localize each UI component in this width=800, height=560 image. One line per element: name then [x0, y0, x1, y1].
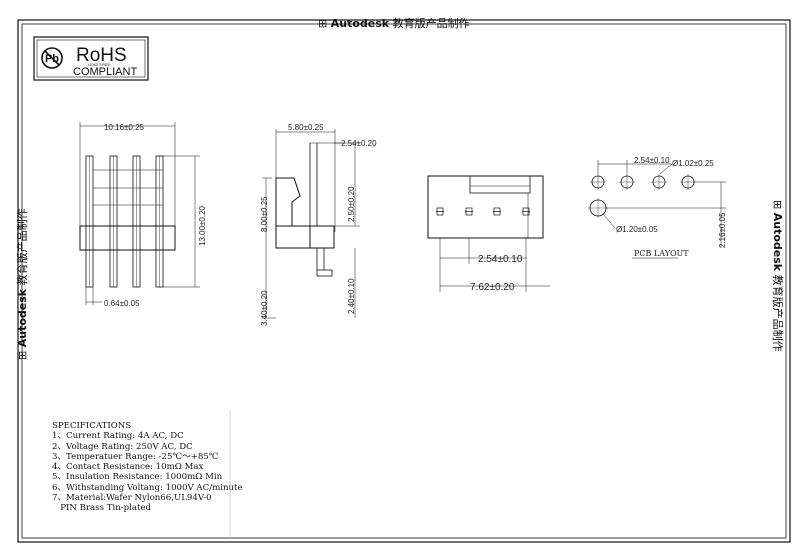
front-height-dim: 13.00±0.20	[198, 205, 207, 246]
front-width-dim: 10.16±0.25	[104, 123, 145, 132]
side-top-dim: 5.80±0.25	[288, 123, 324, 132]
rohs-tiny-label: LEAD FREE	[88, 62, 111, 67]
spec-line: PIN Brass Tin-plated	[52, 503, 152, 514]
rohs-title: RoHS	[76, 45, 127, 66]
top-span-dim: 7.62±0.20	[470, 282, 515, 293]
side-pitch-dim: 2.54±0.20	[341, 139, 377, 148]
side-mid-dim: 8.00±0.25	[260, 196, 269, 232]
rohs-subtitle: COMPLIANT	[73, 66, 137, 78]
pcb-layout	[588, 160, 726, 259]
front-pin-dim: 0.64±0.05	[104, 299, 140, 308]
spec-line: 5、Insulation Resistance: 1000mΩ Min	[52, 472, 223, 483]
top-pitch-dim: 2.54±0.10	[478, 254, 523, 265]
spec-line: 3、Temperatuer Range: -25℃～+85℃	[52, 451, 219, 462]
pcb-pitch-dim: 2.54±0.10	[634, 156, 670, 165]
spec-line: 7、Material:Wafer Nylon66,UL94V-0	[52, 493, 212, 504]
side-view	[262, 129, 360, 319]
lead-free-icon	[41, 47, 63, 69]
outer-border	[17, 19, 791, 543]
side-bottom-left-dim: 3.40±0.20	[260, 290, 269, 326]
pcb-layout-title: PCB LAYOUT	[634, 249, 689, 258]
spec-line: 4、Contact Resistance: 10mΩ Max	[52, 462, 204, 473]
side-upper-dim: 2.50±0.20	[347, 186, 356, 222]
watermark-icon: ⊞	[318, 17, 328, 30]
top-view	[427, 175, 550, 292]
specifications-heading: SPECIFICATIONS	[52, 421, 132, 431]
pcb-hole-dim: Ø1.02±0.25	[672, 159, 714, 168]
spec-line: 6、Withstanding Voltang: 1000V AC/minute	[52, 482, 243, 493]
spec-line: 1、Current Rating: 4A AC, DC	[52, 431, 184, 442]
specifications-block: SPECIFICATIONS 1、Current Rating: 4A AC, …	[52, 421, 243, 514]
rohs-logo: Pb RoHS LEAD FREE COMPLIANT	[33, 36, 149, 81]
spec-line: 2、Voltage Rating: 250V AC, DC	[52, 441, 193, 452]
side-bottom-right-dim: 2.40±0.10	[347, 278, 356, 314]
pcb-offset-dim: 2.16±0.05	[718, 212, 727, 248]
inner-border	[21, 23, 787, 539]
front-view	[79, 122, 200, 305]
pcb-peg-dim: Ø1.20±0.05	[616, 225, 658, 234]
